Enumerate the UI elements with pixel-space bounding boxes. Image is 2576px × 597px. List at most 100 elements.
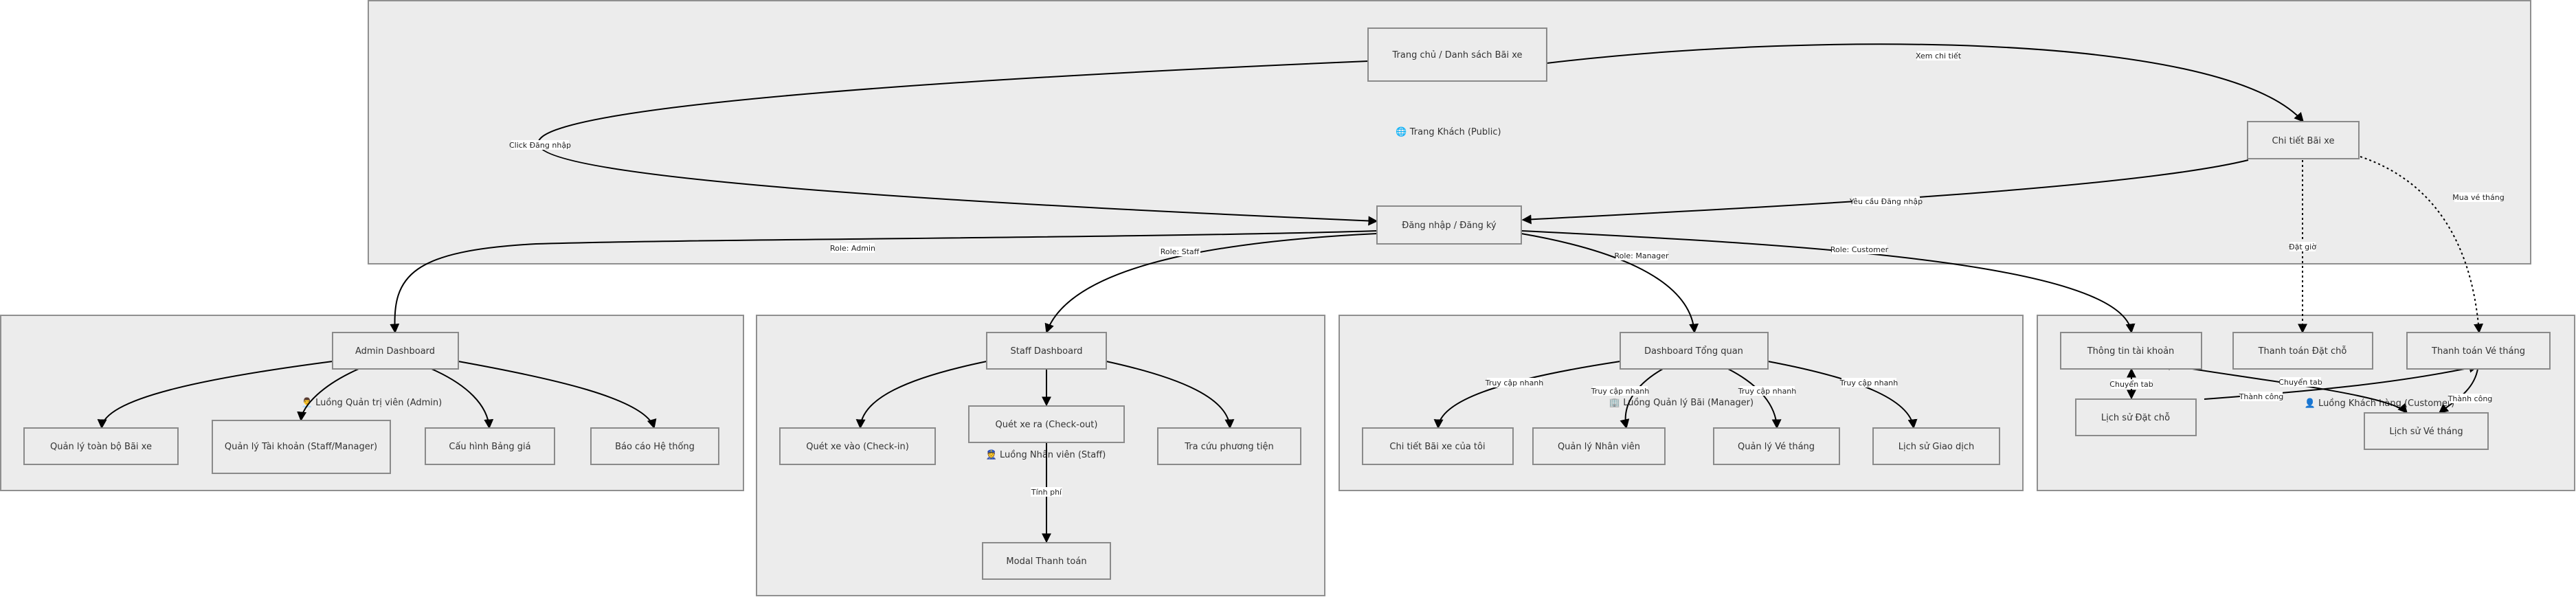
edge-label-role-manager: Role: Manager <box>1614 251 1669 260</box>
node-checkin-label: Quét xe vào (Check-in) <box>806 442 909 452</box>
edge-label-click-login: Click Đăng nhập <box>509 140 571 150</box>
edge-label-role-staff-text: Role: Staff <box>1161 247 1200 256</box>
node-admin-price-label: Cấu hình Bảng giá <box>449 442 530 452</box>
edge-label-role-customer: Role: Customer <box>1830 245 1889 254</box>
edge-label-success-1-text: Thành công <box>2239 392 2284 401</box>
edge-label-book: Đặt giờ <box>2289 242 2316 251</box>
edge-mgr-lot <box>1433 361 1621 429</box>
edge-label-role-staff: Role: Staff <box>1159 247 1200 256</box>
cluster-public-label: 🌐 Trang Khách (Public) <box>1396 126 1501 137</box>
node-staff-dashboard[interactable]: Staff Dashboard <box>986 332 1107 370</box>
edge-mgr-staff <box>1620 368 1664 429</box>
cluster-customer-label: 👤 Luồng Khách hàng (Customer) <box>2305 398 2455 409</box>
node-customer-monthly-history-label: Lịch sử Vé tháng <box>2389 427 2463 437</box>
node-customer-pay-monthly[interactable]: Thanh toán Vé tháng <box>2406 332 2551 370</box>
edge-account-to-monthlyhist <box>2160 361 2408 414</box>
edge-label-quick-access-4-text: Truy cập nhanh <box>1839 379 1899 387</box>
node-manager-lot-label: Chi tiết Bãi xe của tôi <box>1389 442 1485 452</box>
edge-login-customer <box>1521 230 2136 334</box>
edge-mgr-monthly <box>1727 368 1782 429</box>
node-customer-account-label: Thông tin tài khoản <box>2087 346 2175 357</box>
edge-label-book-text: Đặt giờ <box>2289 243 2316 251</box>
node-checkin[interactable]: Quét xe vào (Check-in) <box>779 427 936 465</box>
node-manager-staff-label: Quản lý Nhân viên <box>1558 442 1640 452</box>
node-admin-lots-label: Quản lý toàn bộ Bãi xe <box>50 442 152 452</box>
edge-label-switch-tab-1-text: Chuyển tab <box>2109 380 2153 389</box>
edge-label-quick-access-4: Truy cập nhanh <box>1839 378 1899 387</box>
node-login-label: Đăng nhập / Đăng ký <box>1402 221 1497 231</box>
cluster-admin-label: 👨‍💼 Luồng Quản trị viên (Admin) <box>302 397 442 408</box>
edge-admin-lots <box>97 361 333 429</box>
node-admin-dashboard[interactable]: Admin Dashboard <box>332 332 459 370</box>
edge-admin-report <box>458 361 657 429</box>
edge-login-manager <box>1521 233 1699 334</box>
node-customer-account[interactable]: Thông tin tài khoản <box>2060 332 2202 370</box>
node-checkout[interactable]: Quét xe ra (Check-out) <box>968 405 1125 443</box>
edge-label-view-detail: Xem chi tiết <box>1916 51 1962 60</box>
node-customer-pay-monthly-label: Thanh toán Vé tháng <box>2431 346 2525 357</box>
node-admin-report-label: Báo cáo Hệ thống <box>615 442 695 452</box>
node-manager-dashboard[interactable]: Dashboard Tổng quan <box>1620 332 1769 370</box>
node-checkout-label: Quét xe ra (Check-out) <box>996 420 1098 430</box>
edge-label-quick-access-1: Truy cập nhanh <box>1485 378 1544 387</box>
edge-admin-price <box>431 368 494 429</box>
edge-label-role-admin-text: Role: Admin <box>830 244 875 253</box>
node-manager-lot[interactable]: Chi tiết Bãi xe của tôi <box>1362 427 1514 465</box>
edge-label-fee-text: Tính phí <box>1031 488 1062 497</box>
node-manager-staff[interactable]: Quản lý Nhân viên <box>1532 427 1666 465</box>
edge-label-view-detail-text: Xem chi tiết <box>1916 52 1962 60</box>
node-admin-dashboard-label: Admin Dashboard <box>355 346 435 357</box>
node-admin-accounts[interactable]: Quản lý Tài khoản (Staff/Manager) <box>212 420 391 474</box>
edge-label-quick-access-3: Truy cập nhanh <box>1738 386 1797 396</box>
node-admin-lots[interactable]: Quản lý toàn bộ Bãi xe <box>23 427 179 465</box>
edge-label-switch-tab-2: Chuyển tab <box>2278 377 2322 387</box>
node-manager-transactions[interactable]: Lịch sử Giao dịch <box>1872 427 2000 465</box>
node-manager-dashboard-label: Dashboard Tổng quan <box>1644 346 1743 357</box>
edge-label-quick-access-2-text: Truy cập nhanh <box>1591 387 1650 396</box>
edge-label-fee: Tính phí <box>1031 487 1062 497</box>
node-admin-price[interactable]: Cấu hình Bảng giá <box>425 427 555 465</box>
edge-label-role-admin: Role: Admin <box>830 243 875 253</box>
node-lookup[interactable]: Tra cứu phương tiện <box>1157 427 1301 465</box>
edge-label-success-2-text: Thành công <box>2448 394 2493 403</box>
node-payment-modal-label: Modal Thanh toán <box>1006 556 1086 567</box>
node-admin-report[interactable]: Báo cáo Hệ thống <box>590 427 719 465</box>
edge-mgr-tx <box>1767 361 1918 429</box>
edge-label-switch-tab-1: Chuyển tab <box>2109 379 2153 389</box>
node-customer-pay-booking-label: Thanh toán Đặt chỗ <box>2258 346 2347 357</box>
edge-label-success-2: Thành công <box>2448 394 2493 403</box>
edge-label-role-manager-text: Role: Manager <box>1614 251 1669 260</box>
node-payment-modal[interactable]: Modal Thanh toán <box>982 542 1111 580</box>
edge-label-success-1: Thành công <box>2239 392 2284 401</box>
node-staff-dashboard-label: Staff Dashboard <box>1011 346 1083 357</box>
edge-home-detail <box>1546 43 2304 123</box>
edge-admin-accounts <box>297 368 359 422</box>
node-lookup-label: Tra cứu phương tiện <box>1184 442 1274 452</box>
edge-staff-lookup <box>1106 361 1235 429</box>
node-home[interactable]: Trang chủ / Danh sách Bãi xe <box>1367 27 1547 82</box>
node-login[interactable]: Đăng nhập / Đăng ký <box>1376 205 1522 245</box>
edge-label-quick-access-2: Truy cập nhanh <box>1591 386 1650 396</box>
edge-login-admin <box>390 230 1378 334</box>
edge-detail-login <box>1521 159 2249 225</box>
edge-staff-checkin <box>855 361 987 429</box>
edge-label-quick-access-1-text: Truy cập nhanh <box>1485 379 1544 387</box>
node-customer-booking-history[interactable]: Lịch sử Đặt chỗ <box>2075 398 2197 436</box>
node-manager-monthly[interactable]: Quản lý Vé tháng <box>1713 427 1840 465</box>
node-customer-monthly-history[interactable]: Lịch sử Vé tháng <box>2364 412 2489 450</box>
node-manager-transactions-label: Lịch sử Giao dịch <box>1899 442 1975 452</box>
edge-label-buy-monthly: Mua vé tháng <box>2452 192 2505 202</box>
edge-label-click-login-text: Click Đăng nhập <box>509 141 571 150</box>
edge-label-require-login-text: Yêu cầu Đăng nhập <box>1849 197 1923 206</box>
node-detail-label: Chi tiết Bãi xe <box>2272 136 2335 146</box>
node-admin-accounts-label: Quản lý Tài khoản (Staff/Manager) <box>225 442 377 452</box>
edge-label-quick-access-3-text: Truy cập nhanh <box>1738 387 1797 396</box>
node-detail[interactable]: Chi tiết Bãi xe <box>2247 121 2360 159</box>
edge-detail-paymonthly <box>2360 156 2484 334</box>
cluster-manager-label: 🏢 Luồng Quản lý Bãi (Manager) <box>1609 398 1754 408</box>
node-customer-pay-booking[interactable]: Thanh toán Đặt chỗ <box>2232 332 2373 370</box>
node-home-label: Trang chủ / Danh sách Bãi xe <box>1391 50 1522 60</box>
node-customer-booking-history-label: Lịch sử Đặt chỗ <box>2101 413 2170 423</box>
node-manager-monthly-label: Quản lý Vé tháng <box>1738 442 1815 452</box>
